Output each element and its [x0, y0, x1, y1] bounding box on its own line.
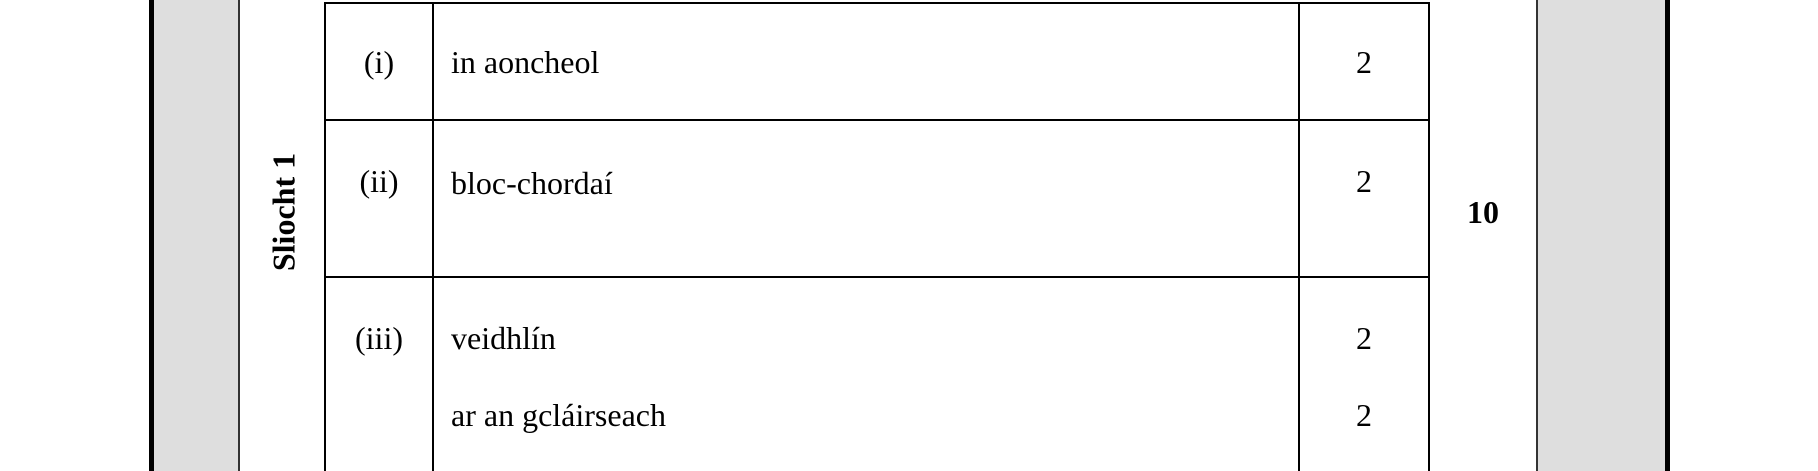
row-number: (i): [363, 44, 395, 80]
table-line-number-col: [432, 2, 434, 471]
right-outer-border: [1665, 0, 1670, 471]
total-marks: 10: [1467, 194, 1499, 230]
table-line-left: [324, 2, 326, 471]
right-margin-band: [1538, 0, 1665, 471]
table-line-right: [1428, 2, 1430, 471]
answer-text: ar an gcláirseach: [451, 397, 666, 433]
answer-text: bloc-chordaí: [451, 165, 613, 201]
right-margin-line: [1536, 0, 1538, 471]
table-row-divider-1: [324, 119, 1430, 121]
left-outer-border: [149, 0, 154, 471]
section-label: Sliocht 1: [265, 152, 302, 272]
row-number: (iii): [355, 320, 403, 356]
answer-marks: 2: [1356, 163, 1372, 199]
section-label-cell: Sliocht 1: [240, 0, 325, 471]
answer-text: in aoncheol: [451, 44, 600, 80]
left-margin-band: [154, 0, 238, 471]
row-number: (ii): [359, 163, 399, 199]
table-row-divider-2: [324, 276, 1430, 278]
left-margin-line: [238, 0, 240, 471]
answer-marks: 2: [1356, 320, 1372, 356]
answer-marks: 2: [1356, 397, 1372, 433]
answer-marks: 2: [1356, 44, 1372, 80]
total-marks-cell: 10: [1430, 0, 1536, 471]
table-line-marks-col: [1298, 2, 1300, 471]
table-line-top: [324, 2, 1430, 4]
answer-text: veidhlín: [451, 320, 556, 356]
